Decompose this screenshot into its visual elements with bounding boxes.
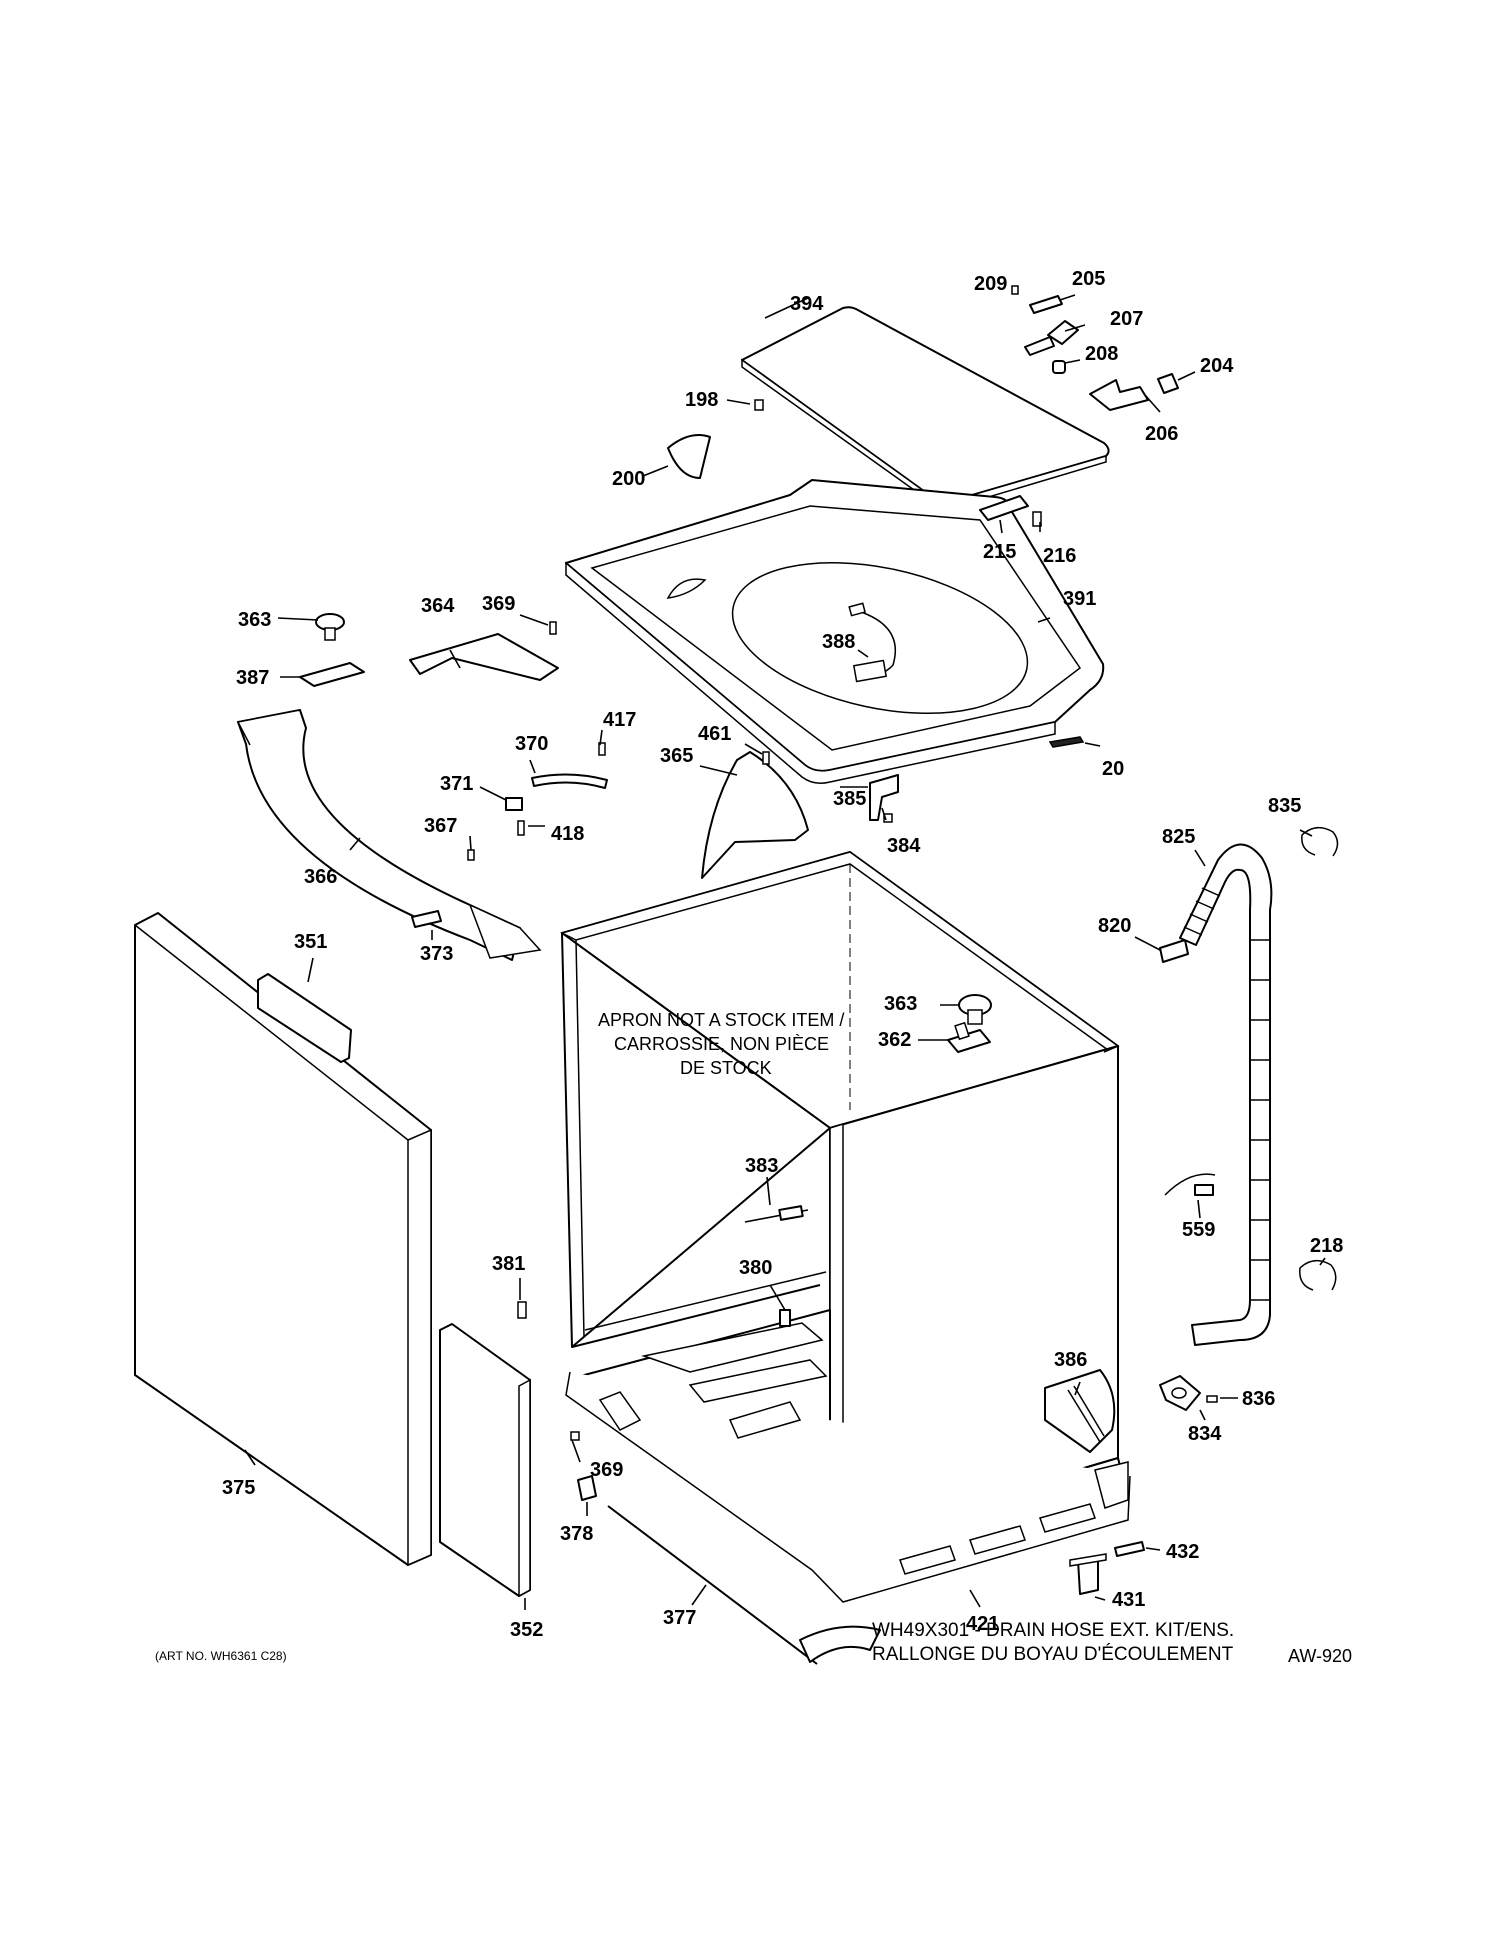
drain-hose-note: WH49X301 - DRAIN HOSE EXT. KIT/ENS. RALL… bbox=[872, 1620, 1234, 1665]
callout-365: 365 bbox=[660, 745, 693, 767]
callout-351: 351 bbox=[294, 931, 327, 953]
part-378-foot[interactable] bbox=[577, 1475, 597, 1501]
callout-363-apron: 363 bbox=[884, 993, 917, 1015]
part-375-front-panel[interactable] bbox=[134, 912, 432, 1567]
part-421-base[interactable] bbox=[565, 1309, 1131, 1603]
apron-cabinet bbox=[559, 851, 1120, 1545]
callout-387: 387 bbox=[236, 667, 269, 689]
part-432-pin[interactable] bbox=[1114, 1541, 1145, 1557]
callout-209: 209 bbox=[974, 273, 1007, 295]
part-834-bracket[interactable] bbox=[1159, 1375, 1201, 1411]
apron-note-line2: CARROSSIE, NON PIÈCE bbox=[614, 1034, 829, 1054]
apron-note-line1: APRON NOT A STOCK ITEM / bbox=[598, 1010, 844, 1030]
part-391-top-cover[interactable] bbox=[565, 479, 1105, 784]
callout-559: 559 bbox=[1182, 1219, 1215, 1241]
drain-note-line2: RALLONGE DU BOYAU D'ÉCOULEMENT bbox=[872, 1644, 1234, 1665]
callout-461: 461 bbox=[698, 723, 731, 745]
callout-208: 208 bbox=[1085, 343, 1118, 365]
callout-820: 820 bbox=[1098, 915, 1131, 937]
callout-20: 20 bbox=[1102, 758, 1124, 780]
callout-218: 218 bbox=[1310, 1235, 1343, 1257]
callout-834: 834 bbox=[1188, 1423, 1222, 1445]
callout-381: 381 bbox=[492, 1253, 525, 1275]
callout-418: 418 bbox=[551, 823, 584, 845]
callout-417: 417 bbox=[603, 709, 636, 731]
drain-note-line1: WH49X301 - DRAIN HOSE EXT. KIT/ENS. bbox=[872, 1620, 1234, 1641]
callout-836: 836 bbox=[1242, 1388, 1275, 1410]
callout-431: 431 bbox=[1112, 1589, 1145, 1611]
lid-switch-parts[interactable] bbox=[1024, 295, 1179, 411]
callout-825: 825 bbox=[1162, 826, 1195, 848]
callout-371: 371 bbox=[440, 773, 473, 795]
callout-206: 206 bbox=[1145, 423, 1178, 445]
callout-198: 198 bbox=[685, 389, 718, 411]
part-366-frame[interactable] bbox=[236, 709, 542, 961]
part-385-bracket[interactable] bbox=[869, 774, 899, 821]
part-373-clip[interactable] bbox=[411, 910, 442, 928]
callout-383: 383 bbox=[745, 1155, 778, 1177]
callout-363-top: 363 bbox=[238, 609, 271, 631]
part-387-cover[interactable] bbox=[299, 662, 365, 687]
part-825-drain-hose[interactable] bbox=[1179, 843, 1273, 1346]
callout-391: 391 bbox=[1063, 588, 1096, 610]
callout-394: 394 bbox=[790, 293, 824, 315]
part-371-clip[interactable] bbox=[505, 797, 523, 811]
part-559-harness[interactable] bbox=[1164, 1173, 1216, 1196]
callout-352: 352 bbox=[510, 1619, 543, 1641]
part-365-bracket[interactable] bbox=[701, 751, 809, 879]
callout-385: 385 bbox=[833, 788, 866, 810]
part-370-rod[interactable] bbox=[531, 773, 608, 789]
part-362-clip[interactable] bbox=[947, 1021, 991, 1053]
part-377-brace[interactable] bbox=[607, 1505, 881, 1665]
callout-369-top: 369 bbox=[482, 593, 515, 615]
callout-labels: 205 209 207 208 204 206 394 198 200 215 … bbox=[222, 268, 1343, 1641]
callout-370: 370 bbox=[515, 733, 548, 755]
part-820-clip[interactable] bbox=[1159, 939, 1189, 963]
leader-lines bbox=[244, 294, 1326, 1610]
callout-421: 421 bbox=[966, 1613, 999, 1635]
callout-367: 367 bbox=[424, 815, 457, 837]
part-383-pin[interactable] bbox=[744, 1205, 809, 1223]
part-835-clamp[interactable] bbox=[1301, 826, 1339, 857]
callout-204: 204 bbox=[1200, 355, 1234, 377]
callout-432: 432 bbox=[1166, 1541, 1199, 1563]
callout-835: 835 bbox=[1268, 795, 1301, 817]
callout-364: 364 bbox=[421, 595, 455, 617]
part-363-plug-top[interactable] bbox=[315, 613, 345, 641]
part-215-bracket[interactable] bbox=[979, 495, 1029, 521]
small-fasteners bbox=[467, 285, 1218, 1441]
callout-373: 373 bbox=[420, 943, 453, 965]
callout-375: 375 bbox=[222, 1477, 255, 1499]
part-431-leg[interactable] bbox=[1069, 1553, 1107, 1595]
callout-207: 207 bbox=[1110, 308, 1143, 330]
part-380-fastener[interactable] bbox=[779, 1309, 791, 1327]
part-218-clamp[interactable] bbox=[1299, 1259, 1337, 1291]
art-number: (ART NO. WH6361 C28) bbox=[155, 1649, 287, 1663]
part-200-hinge[interactable] bbox=[667, 434, 711, 479]
callout-366: 366 bbox=[304, 866, 337, 888]
part-352-kickplate[interactable] bbox=[439, 1323, 531, 1598]
figure-id: AW-920 bbox=[1288, 1646, 1352, 1666]
callout-384: 384 bbox=[887, 835, 921, 857]
callout-216: 216 bbox=[1043, 545, 1076, 567]
callout-362: 362 bbox=[878, 1029, 911, 1051]
callout-377: 377 bbox=[663, 1607, 696, 1629]
apron-note: APRON NOT A STOCK ITEM / CARROSSIE, NON … bbox=[598, 1010, 844, 1078]
callout-205: 205 bbox=[1072, 268, 1105, 290]
part-351-panel[interactable] bbox=[257, 973, 352, 1063]
callout-215: 215 bbox=[983, 541, 1016, 563]
callout-369-base: 369 bbox=[590, 1459, 623, 1481]
callout-200: 200 bbox=[612, 468, 645, 490]
apron-note-line3: DE STOCK bbox=[680, 1058, 772, 1078]
callout-380: 380 bbox=[739, 1257, 772, 1279]
part-386-bracket[interactable] bbox=[1044, 1369, 1116, 1453]
part-364-bracket[interactable] bbox=[409, 633, 559, 681]
callout-378: 378 bbox=[560, 1523, 593, 1545]
callout-388: 388 bbox=[822, 631, 855, 653]
part-381-screw[interactable] bbox=[517, 1301, 527, 1319]
callout-386: 386 bbox=[1054, 1349, 1087, 1371]
